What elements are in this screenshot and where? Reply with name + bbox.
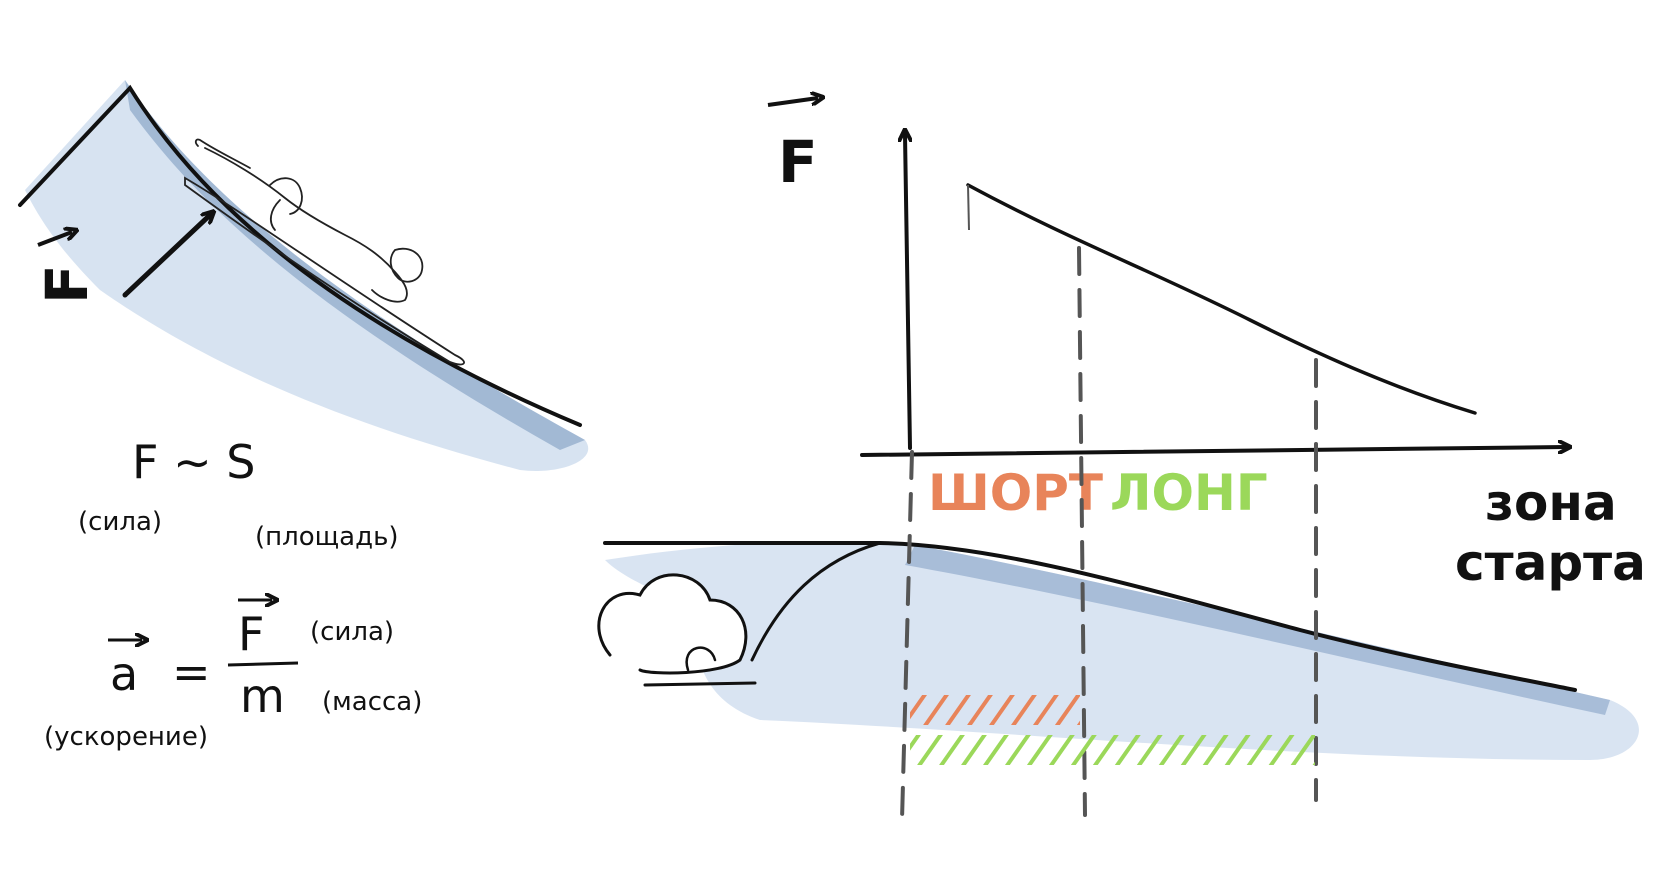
gentle-wave-outline [603,541,1577,692]
graph-y-label-vector [767,98,818,107]
zone-long-label: ЛОНГ [1110,464,1268,522]
accel-note: (ускорение) [44,722,208,752]
surfer-legs [269,177,303,231]
steep-wave [18,80,589,471]
foam-base [643,681,757,687]
surfboard [184,176,465,366]
fraction-denominator: m [240,669,285,723]
short-zone-hatch [910,695,1080,725]
graph-y-axis-label: F [778,128,818,196]
left-force-arrow: F [33,215,210,304]
x-axis-label-line2: старта [1455,534,1646,592]
long-zone-hatch [910,735,1315,765]
zone-dividers [900,246,1318,822]
graph-y-axis [905,135,910,450]
wave-curl-line [750,541,882,662]
formula-force-note: (сила) [78,507,162,537]
accel-symbol: a [110,647,138,701]
x-axis-label-line1: зона [1485,474,1617,532]
formula-area-note: (площадь) [255,522,399,552]
formula-f-proportional-s: F ~ S [132,435,255,489]
graph-x-axis [860,447,1565,457]
equals-sign: = [172,645,211,699]
force-decline-line [966,183,1477,415]
left-force-symbol: F [33,264,101,304]
left-force-vector-bar [37,232,72,247]
gentle-wave-water [605,540,1639,760]
foam-cloud [597,573,748,675]
zone-short-label: ШОРТ [928,464,1103,522]
force-graph: F ШОРТ ЛОНГ зона старта [767,98,1646,592]
fraction-bar [227,661,299,667]
surfer-arm [194,138,251,169]
surfer-body [204,147,408,303]
force-line-start-tick [967,184,970,231]
divider-short-long [1077,246,1087,817]
surfer-head [389,247,424,283]
foam-inner-curl [685,646,717,672]
denominator-note: (масса) [322,687,422,717]
surfer-sketch [184,138,465,366]
force-arrow-line [122,215,210,298]
formula-block: F ~ S (сила) (площадь) a = F m (сила) (м… [44,435,422,752]
divider-start [900,450,914,822]
fraction-numerator: F [238,607,264,661]
numerator-note: (сила) [310,617,394,647]
